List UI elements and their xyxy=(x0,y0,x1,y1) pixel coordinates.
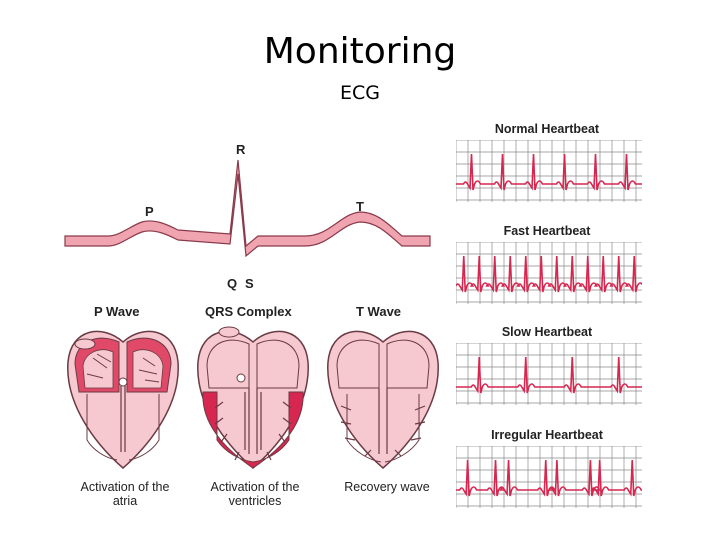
heart-recovery-wave xyxy=(327,330,439,469)
r-label: R xyxy=(236,142,246,157)
heart-ventricle-activation xyxy=(197,326,309,469)
ecg-waveform xyxy=(64,159,431,258)
strip-slow-grid xyxy=(456,343,642,405)
caption-ventricles-line1: Activation of the xyxy=(210,480,300,494)
slide-subtitle: ECG xyxy=(340,82,380,104)
caption-atria-line2: atria xyxy=(112,494,138,508)
strip-irregular-grid xyxy=(456,446,642,508)
slide-title: Monitoring xyxy=(263,31,457,72)
strip-title-irregular: Irregular Heartbeat xyxy=(491,428,603,442)
strip-fast-trace xyxy=(456,255,642,293)
strip-slow xyxy=(456,343,642,405)
caption-ventricles: Activation of the ventricles xyxy=(195,480,315,508)
caption-atria-line1: Activation of the xyxy=(80,480,170,494)
strip-fast xyxy=(456,242,642,304)
strip-title-slow: Slow Heartbeat xyxy=(501,325,593,339)
caption-recovery-line1: Recovery wave xyxy=(344,480,430,494)
strip-irregular-trace xyxy=(456,459,642,497)
strip-title-fast: Fast Heartbeat xyxy=(503,224,591,238)
stage-heading-t-wave: T Wave xyxy=(356,304,402,319)
strip-slow-trace xyxy=(456,356,642,394)
p-label: P xyxy=(145,204,154,219)
strip-normal xyxy=(456,140,642,202)
caption-recovery: Recovery wave xyxy=(332,480,442,494)
strip-normal-trace xyxy=(456,153,642,191)
caption-atria: Activation of the atria xyxy=(65,480,185,508)
t-label: T xyxy=(356,199,364,214)
strip-title-normal: Normal Heartbeat xyxy=(494,122,600,136)
ecg-wave-ribbon xyxy=(64,159,431,258)
strip-fast-grid xyxy=(456,242,642,304)
s-label: S xyxy=(245,276,254,291)
q-label: Q xyxy=(227,276,238,291)
stage-heading-qrs: QRS Complex xyxy=(205,304,292,319)
heart-atria-activation xyxy=(67,330,179,469)
caption-ventricles-line2: ventricles xyxy=(228,494,282,508)
strip-irregular xyxy=(456,446,642,508)
stage-heading-p-wave: P Wave xyxy=(94,304,140,319)
strip-normal-grid xyxy=(456,140,642,202)
